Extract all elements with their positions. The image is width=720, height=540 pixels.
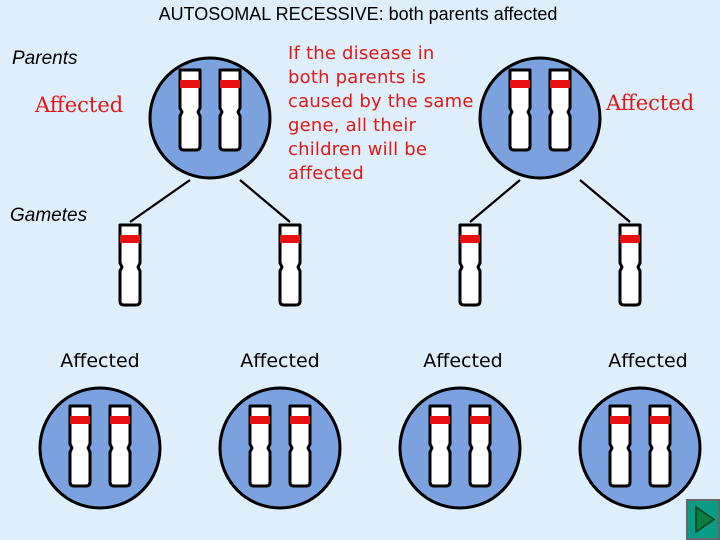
- gamete-chromosome-1: [118, 223, 142, 307]
- chromosome: [108, 404, 132, 488]
- chromosome: [428, 404, 452, 488]
- chromosome: [68, 404, 92, 488]
- chromosome: [648, 404, 672, 488]
- gamete-chromosome-2: [278, 223, 302, 307]
- chromosome: [508, 68, 532, 152]
- child-cell-2: [218, 386, 342, 510]
- child-4-status: Affected: [608, 350, 688, 372]
- child-3-status: Affected: [423, 350, 503, 372]
- child-cell-4: [578, 386, 702, 510]
- parent-right-status: Affected: [606, 91, 695, 115]
- child-cell-3: [398, 386, 522, 510]
- chromosome: [548, 68, 572, 152]
- parent-cell-right: [478, 56, 602, 180]
- diagram-title: AUTOSOMAL RECESSIVE: both parents affect…: [158, 4, 558, 24]
- child-1-status: Affected: [60, 350, 140, 372]
- gametes: [118, 223, 642, 307]
- chromosome: [218, 68, 242, 152]
- next-slide-button[interactable]: [686, 499, 720, 540]
- parent-left-status: Affected: [35, 93, 124, 117]
- chromosome: [608, 404, 632, 488]
- chromosome: [288, 404, 312, 488]
- child-cell-1: [38, 386, 162, 510]
- line-parent-left-gamete-2: [239, 179, 291, 223]
- child-2-status: Affected: [240, 350, 320, 372]
- line-parent-right-gamete-3: [469, 179, 521, 223]
- line-parent-left-gamete-1: [129, 179, 191, 223]
- line-parent-right-gamete-4: [579, 179, 631, 223]
- parent-cell-left: [148, 56, 272, 180]
- parents-label: Parents: [12, 48, 78, 69]
- gamete-chromosome-4: [618, 223, 642, 307]
- gamete-chromosome-3: [458, 223, 482, 307]
- chromosome: [248, 404, 272, 488]
- lineage-lines: [129, 179, 631, 223]
- chromosome: [178, 68, 202, 152]
- chromosome: [468, 404, 492, 488]
- gametes-label: Gametes: [10, 205, 88, 226]
- explanation-note: If the disease in both parents is caused…: [288, 43, 474, 184]
- play-triangle-icon: [695, 505, 716, 534]
